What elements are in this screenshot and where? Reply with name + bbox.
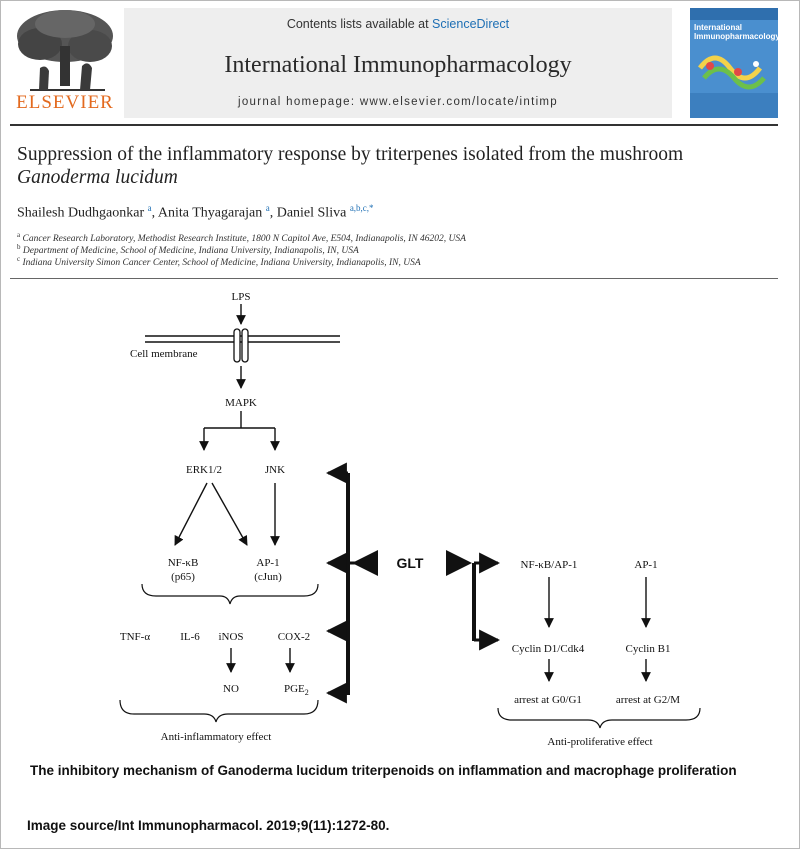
glt-left-triangle: [352, 550, 378, 576]
pge2-label: PGE2: [284, 683, 309, 697]
pge-subscript: 2: [305, 688, 309, 697]
p65-label: (p65): [171, 571, 195, 583]
image-source: Image source/Int Immunopharmacol. 2019;9…: [27, 818, 772, 833]
nfkb-label: NF-κB: [168, 557, 199, 569]
author-name[interactable]: Shailesh Dudhgaonkar: [17, 206, 144, 221]
contents-line: Contents lists available at ScienceDirec…: [124, 17, 672, 31]
arrest-g2m-label: arrest at G2/M: [616, 694, 680, 706]
tnf-label: TNF-α: [120, 631, 150, 643]
figure-caption: The inhibitory mechanism of Ganoderma lu…: [30, 760, 775, 781]
sciencedirect-link[interactable]: ScienceDirect: [432, 17, 509, 31]
cell-membrane-label: Cell membrane: [130, 348, 198, 360]
pathway-diagram: LPS Cell membrane MAPK ERK1/2 JNK NF-κB …: [0, 280, 800, 760]
erk-label: ERK1/2: [186, 464, 222, 476]
article-title: Suppression of the inflammatory response…: [17, 143, 777, 189]
erk-to-nfkb-arrow: [175, 483, 207, 545]
article-title-main: Suppression of the inflammatory response…: [17, 144, 683, 165]
author-name[interactable]: Daniel Sliva: [277, 206, 347, 221]
author-list: Shailesh Dudhgaonkar a, Anita Thyagaraja…: [17, 203, 777, 222]
glt-right-triangle: [446, 550, 472, 576]
ap1-right-label: AP-1: [634, 559, 657, 571]
no-label: NO: [223, 683, 239, 695]
author-affiliation-mark[interactable]: a: [148, 203, 152, 213]
cover-title: International Immunopharmacology: [694, 23, 776, 41]
receptor-left: [234, 329, 240, 362]
cjun-label: (cJun): [254, 571, 282, 583]
cyclin-d1-label: Cyclin D1/Cdk4: [512, 643, 585, 655]
cyclin-b1-label: Cyclin B1: [626, 643, 671, 655]
glt-label: GLT: [397, 555, 424, 571]
contents-prefix: Contents lists available at: [287, 17, 432, 31]
anti-proliferative-label: Anti-proliferative effect: [547, 736, 652, 748]
author-affiliation-mark[interactable]: a: [266, 203, 270, 213]
affiliation-text: Indiana University Simon Cancer Center, …: [22, 258, 420, 268]
publisher-name: ELSEVIER: [12, 92, 118, 114]
article-rule: [10, 278, 778, 279]
cox2-label: COX-2: [278, 631, 310, 643]
lps-label: LPS: [232, 291, 251, 303]
anti-inflammatory-brace: [120, 700, 318, 722]
ap1-label: AP-1: [256, 557, 279, 569]
nfkb-ap1-label: NF-κB/AP-1: [521, 559, 578, 571]
erk-to-ap1-arrow: [212, 483, 247, 545]
journal-header: Contents lists available at ScienceDirec…: [124, 8, 672, 118]
journal-title: International Immunopharmacology: [124, 52, 672, 79]
jnk-label: JNK: [265, 464, 285, 476]
author-affiliation-mark[interactable]: a,b,c,*: [350, 203, 374, 213]
anti-inflammatory-label: Anti-inflammatory effect: [161, 731, 272, 743]
pge-text: PGE: [284, 683, 305, 695]
affiliation-mark: a: [17, 231, 20, 239]
receptor-right: [242, 329, 248, 362]
il6-label: IL-6: [180, 631, 200, 643]
affiliation-item: c Indiana University Simon Cancer Center…: [17, 255, 777, 268]
affiliation-mark: c: [17, 255, 20, 263]
journal-homepage[interactable]: journal homepage: www.elsevier.com/locat…: [124, 96, 672, 108]
author-name[interactable]: Anita Thyagarajan: [158, 206, 262, 221]
affiliation-mark: b: [17, 243, 21, 251]
inos-label: iNOS: [218, 631, 243, 643]
anti-proliferative-brace: [498, 708, 700, 728]
header-rule: [10, 124, 778, 126]
arrest-g0g1-label: arrest at G0/G1: [514, 694, 582, 706]
article-title-species: Ganoderma lucidum: [17, 167, 178, 188]
mapk-label: MAPK: [225, 397, 257, 409]
transcription-brace: [142, 584, 318, 604]
